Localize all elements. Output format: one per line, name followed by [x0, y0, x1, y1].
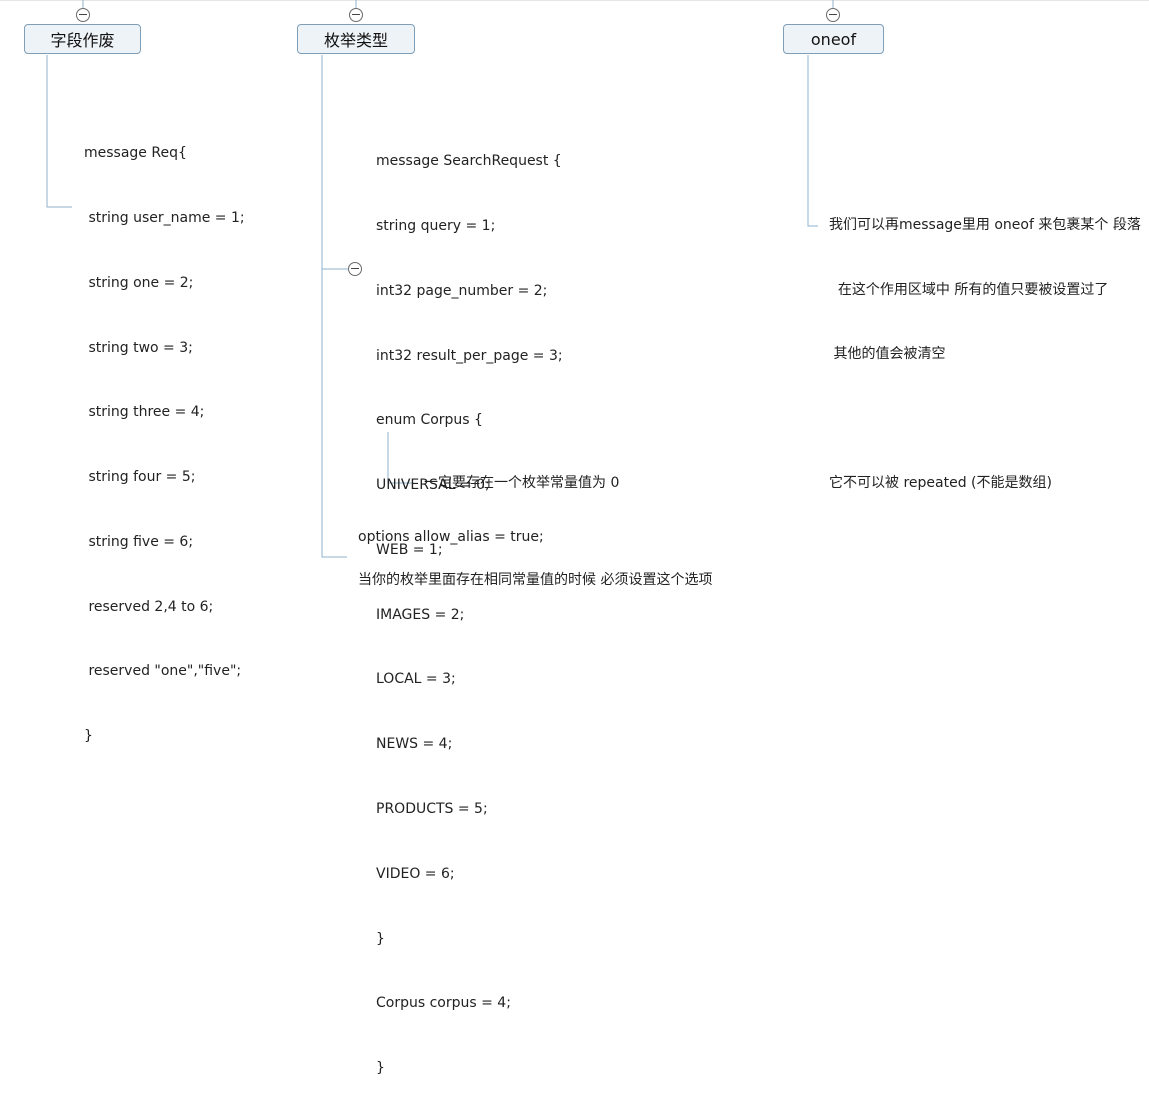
allow-alias-description[interactable]: 当你的枚举里面存在相同常量值的时候 必须设置这个选项 [358, 572, 713, 588]
collapse-button-enum-code[interactable] [348, 262, 362, 276]
code-line: NEWS = 4; [376, 736, 453, 753]
topic-oneof[interactable]: oneof [783, 24, 884, 54]
code-line: PRODUCTS = 5; [376, 801, 488, 817]
code-line: } [376, 1060, 385, 1077]
code-line: IMAGES = 2; [376, 606, 465, 623]
code-line: LOCAL = 3; [376, 671, 456, 688]
code-line: message Req{ [84, 145, 187, 162]
code-line: string two = 3; [84, 339, 193, 356]
topic-enum-type[interactable]: 枚举类型 [297, 24, 415, 54]
code-line: UNIVERSAL = 0; [376, 477, 490, 494]
collapse-button-oneof[interactable] [826, 8, 840, 22]
topic-field-deprecation[interactable]: 字段作废 [24, 24, 141, 54]
note-line: 其他的值会被清空 [829, 346, 946, 362]
oneof-notes-block[interactable]: 我们可以再message里用 oneof 来包裹某个 段落 在这个作用区域中 所… [829, 172, 1141, 516]
topic-field-deprecation-title: 字段作废 [50, 31, 115, 50]
code-line: reserved 2,4 to 6; [84, 598, 214, 615]
topic-enum-type-title: 枚举类型 [323, 31, 388, 50]
topic-oneof-title: oneof [810, 29, 857, 49]
note-line: 在这个作用区域中 所有的值只要被设置过了 [829, 281, 1109, 298]
code-line: } [376, 930, 385, 947]
code-line: enum Corpus { [376, 412, 483, 429]
connector-enum-note [387, 432, 412, 484]
code-line: int32 page_number = 2; [376, 282, 548, 299]
code-line: string four = 5; [84, 469, 196, 486]
top-divider [0, 0, 1149, 1]
code-line: string user_name = 1; [84, 209, 245, 226]
allow-alias-code[interactable]: options allow_alias = true; [358, 529, 544, 545]
code-line: string five = 6; [84, 533, 194, 550]
note-line: 它不可以被 repeated (不能是数组) [829, 475, 1052, 491]
code-line: } [84, 728, 93, 745]
code-line: VIDEO = 6; [376, 865, 455, 882]
connector-oneof [807, 55, 818, 227]
field-deprecation-code-block[interactable]: message Req{ string user_name = 1; strin… [84, 100, 245, 769]
code-line: message SearchRequest { [376, 153, 562, 170]
code-line: Corpus corpus = 4; [376, 995, 511, 1012]
connector-enum-main [321, 55, 347, 558]
connector-field-deprecation [46, 55, 72, 208]
note-line-blank [829, 409, 1141, 431]
code-line: WEB = 1; [376, 541, 443, 558]
code-line: reserved "one","five"; [84, 663, 242, 680]
enum-code-block[interactable]: message SearchRequest { string query = 1… [376, 108, 563, 1101]
enum-zero-note[interactable]: 一定要存在一个枚举常量值为 0 [424, 475, 620, 491]
collapse-button-enum-type[interactable] [349, 8, 363, 22]
mindmap-connectors [46, 0, 834, 558]
note-line: 我们可以再message里用 oneof 来包裹某个 段落 [829, 217, 1141, 233]
code-line: string query = 1; [376, 217, 496, 234]
code-line: string one = 2; [84, 274, 194, 291]
collapse-button-field-deprecation[interactable] [76, 8, 90, 22]
code-line: int32 result_per_page = 3; [376, 347, 563, 364]
code-line: string three = 4; [84, 404, 205, 421]
